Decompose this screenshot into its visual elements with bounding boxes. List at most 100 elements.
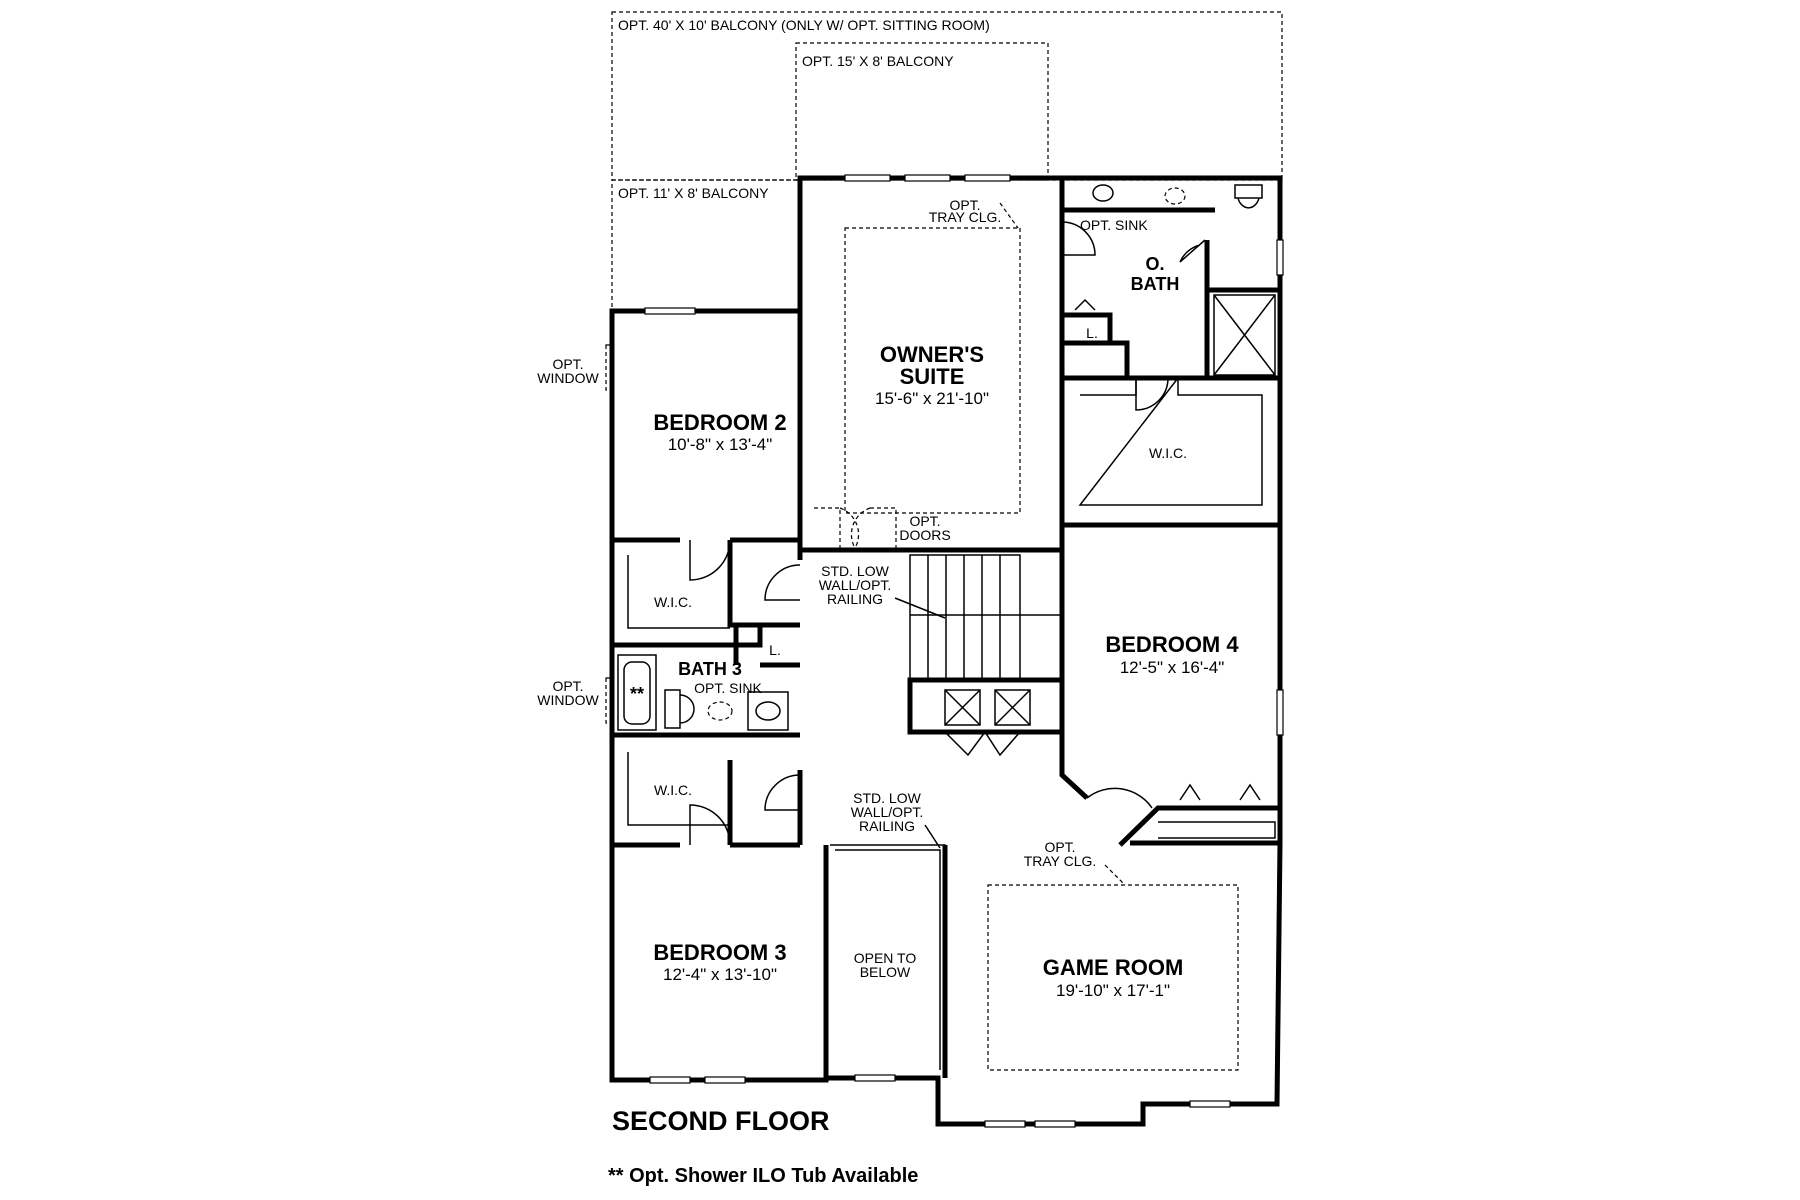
bath3-name: BATH 3 xyxy=(678,659,742,679)
stair-treads xyxy=(910,555,1062,680)
owners-suite-tray-label: OPT. xyxy=(949,197,980,213)
opt-double-door xyxy=(814,507,897,550)
owners-suite-dims: 15'-6" x 21'-10" xyxy=(875,389,989,408)
doors xyxy=(689,221,1206,846)
door-swing xyxy=(764,564,801,601)
balcony-11-label: OPT. 11' X 8' BALCONY xyxy=(618,185,769,201)
closet-marks xyxy=(1074,298,1261,801)
opt-sink-bowl xyxy=(1164,187,1186,205)
bedroom2-wic-inner xyxy=(627,555,730,629)
railing-leader xyxy=(924,824,941,849)
bedroom3-wic-wall xyxy=(609,735,803,848)
bedroom2-wic xyxy=(609,540,800,645)
plan-footnote: ** Opt. Shower ILO Tub Available xyxy=(608,1165,918,1187)
stair-run xyxy=(909,554,1021,681)
bedroom2-wall xyxy=(612,537,803,560)
hvac xyxy=(944,689,981,726)
gameroom-dims: 19'-10" x 17'-1" xyxy=(1056,981,1170,1000)
windows xyxy=(605,174,1284,1128)
railing-leader xyxy=(894,597,946,619)
opt-window xyxy=(605,344,613,391)
balcony-40x10 xyxy=(611,11,1283,181)
window xyxy=(904,174,951,182)
hvac-x xyxy=(994,689,1031,726)
window xyxy=(854,1074,896,1082)
balcony-15-label: OPT. 15' X 8' BALCONY xyxy=(802,53,954,69)
bedroom2-name: BEDROOM 2 xyxy=(653,410,786,435)
door-swing xyxy=(1179,239,1206,263)
door-swing xyxy=(1135,377,1169,411)
window xyxy=(704,1076,746,1084)
tray-leader xyxy=(1104,864,1126,886)
bedroom4-dims: 12'-5" x 16'-4" xyxy=(1120,658,1225,677)
door-swing xyxy=(764,774,801,811)
sink-bowl xyxy=(1092,184,1114,202)
fixtures xyxy=(617,184,1276,801)
wic-master-wall xyxy=(1078,375,1263,506)
opt-doors-label: OPT. xyxy=(909,513,940,529)
hvac xyxy=(994,689,1031,726)
open-to-below-label: OPEN TO xyxy=(854,950,917,966)
bath3-wall xyxy=(612,625,800,738)
open-to-below-label: BELOW xyxy=(860,964,911,980)
floor-title: SECOND FLOOR xyxy=(612,1106,830,1136)
window xyxy=(1189,1100,1231,1108)
owners-suite-wall xyxy=(797,178,1065,553)
opt-sink-label: OPT. SINK xyxy=(1080,217,1148,233)
opt-window-label: OPT. xyxy=(552,356,583,372)
gameroom-tray-label: TRAY CLG. xyxy=(1024,853,1097,869)
owners-suite-tray-label: TRAY CLG. xyxy=(929,209,1002,225)
master-wic-label: W.I.C. xyxy=(1149,445,1187,461)
bedroom2-wic-label: W.I.C. xyxy=(654,594,692,610)
sink-bowl xyxy=(755,701,781,721)
bath3-opt-sink-label: OPT. SINK xyxy=(694,680,762,696)
bedroom4-closet-wall2 xyxy=(1158,821,1276,839)
walls xyxy=(609,175,1283,1127)
toilet xyxy=(1234,184,1263,209)
window xyxy=(964,174,1011,182)
window xyxy=(1276,239,1284,276)
window xyxy=(1276,689,1284,736)
owners-suite-name: SUITE xyxy=(900,364,965,389)
tray-leader xyxy=(999,202,1019,229)
obath-name: O. xyxy=(1145,254,1164,274)
window xyxy=(984,1120,1026,1128)
exterior-wall xyxy=(609,175,1283,1127)
opt-window-label: WINDOW xyxy=(537,370,599,386)
balcony-40-label: OPT. 40' X 10' BALCONY (ONLY W/ OPT. SIT… xyxy=(618,17,990,33)
railing-label: WALL/OPT. xyxy=(819,577,892,593)
door-swing xyxy=(1061,221,1096,256)
opt-window xyxy=(605,677,613,724)
owners-suite-name: OWNER'S xyxy=(880,342,984,367)
bathtub xyxy=(617,654,657,731)
bifold-door xyxy=(944,730,1021,757)
bathtub-inner xyxy=(623,661,651,725)
obath-linen-label: L. xyxy=(1086,325,1098,341)
railing-label: WALL/OPT. xyxy=(851,804,924,820)
obath-shower-wall xyxy=(1204,240,1280,378)
window xyxy=(644,307,696,315)
door-swing xyxy=(689,804,731,846)
bedroom3-wic-inner xyxy=(627,752,730,826)
owners-tray-ceiling xyxy=(844,227,1021,514)
window xyxy=(844,174,891,182)
door-swing xyxy=(689,539,731,581)
bedroom3-name: BEDROOM 3 xyxy=(653,940,786,965)
opt-window-label: WINDOW xyxy=(537,692,599,708)
sink xyxy=(747,691,789,731)
railing-label: RAILING xyxy=(859,818,915,834)
gameroom-tray-label: OPT. xyxy=(1044,839,1075,855)
window xyxy=(649,1076,691,1084)
gameroom-name: GAME ROOM xyxy=(1043,955,1184,980)
bedroom2-dims: 10'-8" x 13'-4" xyxy=(668,435,773,454)
bedroom3-dims: 12'-4" x 13'-10" xyxy=(663,965,777,984)
window xyxy=(1034,1120,1076,1128)
railing-label: RAILING xyxy=(827,591,883,607)
bedroom4-name: BEDROOM 4 xyxy=(1105,632,1239,657)
bedroom3-wic-label: W.I.C. xyxy=(654,782,692,798)
shower-x xyxy=(1213,294,1276,376)
obath-inner-wall xyxy=(1062,340,1130,378)
hall-linen-closet xyxy=(907,677,1065,735)
door-swing xyxy=(1086,787,1153,809)
